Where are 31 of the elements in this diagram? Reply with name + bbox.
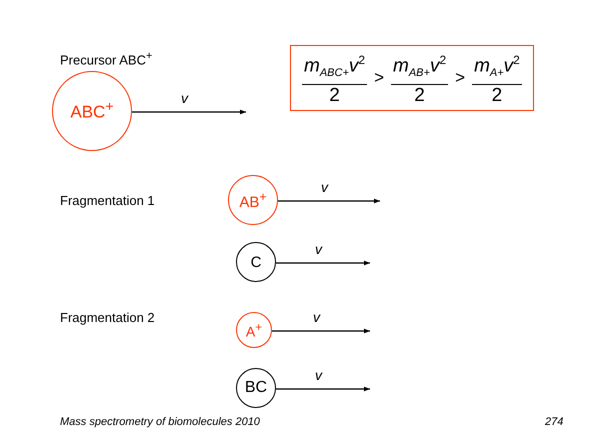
velocity-arrow [132,110,246,114]
fragment-circle [236,368,276,408]
ion-label: A$^{+}$ [246,320,262,340]
comparison-sign: > [455,68,466,88]
velocity-arrow [276,260,370,266]
velocity-arrow [278,198,380,204]
formula-box [290,45,534,112]
footer-caption: Mass spectrometry of biomolecules 2010 [60,416,260,428]
velocity-arrow [276,386,370,392]
page-number: 274 [545,416,564,428]
ion-label: C [250,254,262,270]
ion-label: AB$^{+}$ [239,190,267,210]
velocity-arrow [272,328,370,334]
edge-label: v [315,241,322,257]
ion-circle [52,71,132,151]
section-heading: Fragmentation 2 [60,310,155,325]
fraction: m$_{AB+}$v$^{2}$ 2 [391,49,448,108]
ion-circle [236,312,272,348]
ion-circle [228,175,278,225]
section-heading: Fragmentation 1 [60,193,155,208]
ion-label: BC [244,379,268,397]
edge-label: v [181,90,188,106]
fragment-circle [236,242,276,282]
edge-label: v [321,179,328,195]
fraction: m$_{A+}$v$^{2}$ 2 [472,49,522,108]
comparison-sign: > [374,68,384,88]
edge-label: v [315,367,322,383]
edge-label: v [313,309,320,325]
section-heading: Precursor ABC$^{+}$ [60,50,152,68]
fraction: m$_{ABC+}$v$^{2}$ 2 [302,49,368,108]
ion-label: ABC$^{+}$ [70,99,114,123]
